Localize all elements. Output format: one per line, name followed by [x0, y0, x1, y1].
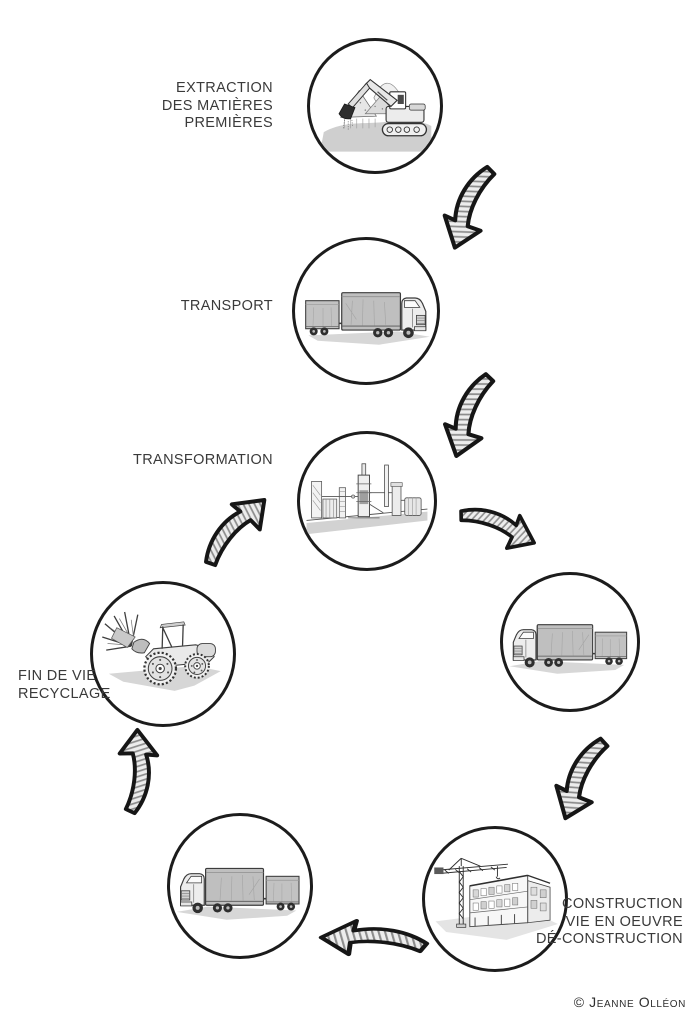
- node-transformation: [297, 431, 437, 571]
- excavator-icon: [320, 78, 432, 152]
- recycling-machine-icon: [102, 611, 221, 691]
- label-transport: TRANSPORT: [180, 298, 273, 314]
- label-transformation: TRANSFORMATION: [133, 452, 273, 468]
- arrow-transport-to-transformation: [431, 362, 502, 465]
- arrow-transport3-to-fin-de-vie: [105, 721, 176, 821]
- label-construction: CONSTRUCTION VIE EN OEUVRE DÉ-CONSTRUCTI…: [535, 896, 683, 948]
- truck-icon: [508, 624, 628, 675]
- label-extraction: EXTRACTION DES MATIÈRES PREMIÈRES: [161, 80, 273, 132]
- truck-icon: [176, 867, 301, 921]
- credit: © Jeanne Olléon: [573, 994, 686, 1010]
- node-extraction: [307, 38, 443, 174]
- arrow-transport2-to-construction: [540, 724, 617, 830]
- node-fin-de-vie: [90, 581, 236, 727]
- factory-icon: [306, 463, 428, 535]
- node-transport-1: [292, 237, 440, 385]
- node-construction: [422, 826, 568, 972]
- building-crane-icon: [434, 857, 559, 940]
- arrow-fin-de-vie-to-transformation: [177, 477, 286, 577]
- truck-icon: [305, 292, 431, 346]
- arrow-construction-to-transport3: [313, 906, 435, 966]
- node-transport-3: [167, 813, 313, 959]
- label-fin-de-vie: FIN DE VIE RECYCLAGE: [18, 668, 111, 702]
- node-transport-2: [500, 572, 640, 712]
- arrow-extraction-to-transport: [429, 154, 503, 259]
- arrow-transformation-to-transport2: [449, 476, 551, 569]
